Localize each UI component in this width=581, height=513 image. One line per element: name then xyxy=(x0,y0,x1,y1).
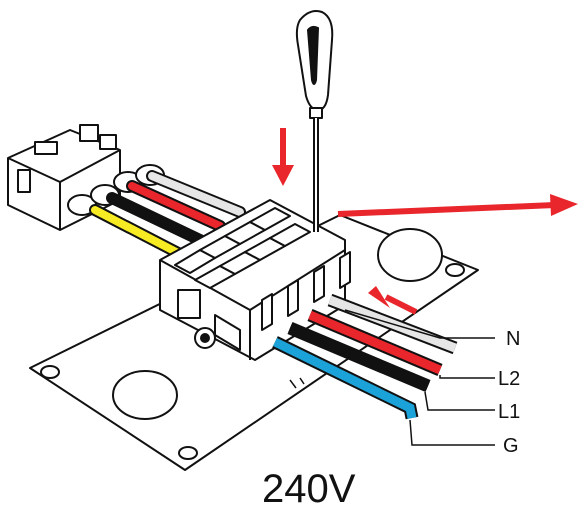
arrow-down xyxy=(272,128,294,186)
label-ground: G xyxy=(503,435,519,457)
line1-wire xyxy=(288,323,430,391)
ground-wire xyxy=(273,337,417,419)
screwdriver-icon xyxy=(295,10,334,232)
red-wire-in xyxy=(128,182,224,230)
label-line2: L2 xyxy=(498,368,520,390)
connector-wires xyxy=(89,170,246,261)
arrow-right xyxy=(337,194,578,217)
voltage-label: 240V xyxy=(262,467,356,508)
white-wire-in xyxy=(148,172,244,216)
plate-hole-right xyxy=(377,228,443,282)
terminal-block xyxy=(159,199,351,361)
plate-hole-left xyxy=(112,370,178,420)
arrow-in xyxy=(368,286,418,315)
label-leaders xyxy=(344,309,495,446)
black-wire-in xyxy=(108,194,204,244)
label-neutral: N xyxy=(506,328,520,350)
line2-wire xyxy=(308,310,442,375)
yellow-wire xyxy=(91,206,186,259)
arrows xyxy=(272,128,578,315)
label-line1: L1 xyxy=(498,401,520,423)
